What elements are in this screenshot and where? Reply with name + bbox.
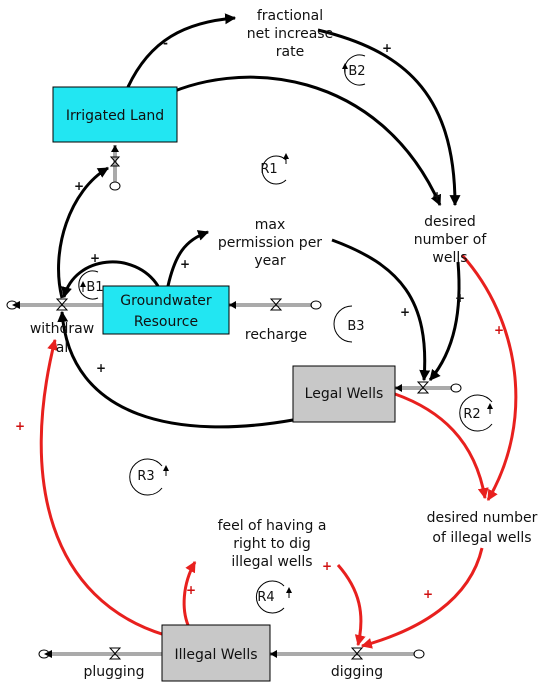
sign-plus-red-desired: + — [494, 323, 504, 337]
max-permission-per-year: max permission per year — [218, 217, 322, 269]
svg-text:of illegal wells: of illegal wells — [432, 530, 531, 546]
sign-plus-red-illegal-feel: + — [186, 583, 196, 597]
fractional-net-increase-rate: fractional net increase rate — [247, 8, 333, 60]
link-desired-illegal-to-digging — [360, 547, 484, 649]
sign-plus-max-legal: + — [400, 305, 410, 319]
svg-text:year: year — [254, 253, 285, 269]
sign-minus-irrigated: - — [163, 36, 168, 50]
svg-text:desired: desired — [424, 214, 476, 230]
link-max-permission-to-legal — [331, 238, 431, 382]
desired-number-of-illegal-wells: desired number of illegal wells — [427, 510, 538, 546]
link-illegal-to-feel — [182, 561, 197, 626]
link-withdrawal-to-irrigated — [57, 166, 109, 299]
link-legal-to-withdrawal — [57, 310, 294, 429]
link-feel-to-digging — [336, 564, 366, 647]
svg-text:feel of having a: feel of having a — [218, 518, 327, 534]
illegal-wells-stock[interactable]: Illegal Wells — [161, 624, 271, 682]
irrigated-land-stock[interactable]: Irrigated Land — [52, 86, 178, 143]
irrigated-land-label: Irrigated Land — [66, 108, 164, 124]
svg-text:R2: R2 — [463, 407, 480, 422]
loop-r1: R1 — [260, 153, 289, 185]
svg-text:R4: R4 — [257, 590, 274, 605]
link-fractional-to-desired — [317, 28, 461, 207]
sign-plus-red-illegal-withdrawal: + — [15, 419, 25, 433]
sign-plus-groundwater-withdrawal: + — [90, 251, 100, 265]
loop-r4: R4 — [255, 580, 292, 614]
svg-text:desired number: desired number — [427, 510, 538, 526]
legal-wells-label: Legal Wells — [305, 386, 384, 402]
svg-text:rate: rate — [276, 44, 304, 60]
svg-text:wells: wells — [432, 250, 467, 266]
sign-plus-desired-legal: + — [455, 291, 465, 305]
svg-text:B3: B3 — [347, 319, 364, 334]
sign-plus-red-desired-digging: + — [423, 587, 433, 601]
link-irrigated-to-fractional — [126, 13, 237, 88]
sign-plus-legal-withdrawal: + — [96, 361, 106, 375]
svg-text:net increase: net increase — [247, 26, 333, 42]
loop-b2: B2 — [342, 54, 366, 86]
loop-b1: B1 — [78, 270, 104, 300]
svg-text:max: max — [255, 217, 286, 233]
link-groundwater-to-max — [166, 230, 210, 287]
link-irrigated-to-desired — [154, 75, 442, 207]
recharge-label: recharge — [245, 327, 307, 343]
loop-b3: B3 — [333, 305, 365, 343]
sign-plus-fractional: + — [382, 41, 392, 55]
desired-number-of-wells: desired number of wells — [414, 214, 488, 266]
plugging-label: plugging — [83, 664, 144, 680]
link-groundwater-to-withdrawal — [61, 260, 160, 299]
svg-text:R3: R3 — [137, 469, 154, 484]
groundwater-label-line1: Groundwater — [120, 293, 212, 309]
withdrawal-label-line1: withdraw — [30, 321, 94, 337]
sign-plus-groundwater-max: + — [180, 257, 190, 271]
link-desired-to-desired-illegal — [460, 254, 518, 501]
legal-wells-stock[interactable]: Legal Wells — [292, 365, 396, 423]
svg-text:right to dig: right to dig — [233, 536, 311, 552]
sign-plus-red-feel-digging: + — [322, 559, 332, 573]
svg-text:fractional: fractional — [257, 8, 323, 24]
sign-plus-irrigated-desired: + — [432, 189, 442, 203]
withdrawal-label-line2: al — [56, 340, 68, 356]
groundwater-resource-stock[interactable]: Groundwater Resource — [102, 285, 230, 335]
groundwater-label-line2: Resource — [134, 314, 198, 330]
legal-wells-inflow-pipe — [395, 381, 462, 394]
link-illegal-to-withdrawal — [39, 338, 166, 637]
withdrawal-pipe — [6, 298, 103, 311]
svg-text:permission per: permission per — [218, 235, 322, 251]
svg-text:illegal wells: illegal wells — [231, 554, 312, 570]
svg-text:number of: number of — [414, 232, 488, 248]
illegal-wells-label: Illegal Wells — [174, 647, 257, 663]
plugging-pipe — [38, 647, 162, 660]
link-desired-to-legal — [428, 261, 461, 381]
digging-pipe — [270, 647, 425, 660]
link-legal-to-desired-illegal — [394, 392, 489, 500]
svg-text:R1: R1 — [260, 162, 277, 177]
irrigated-land-inflow-pipe — [109, 145, 121, 191]
loop-r2: R2 — [459, 394, 493, 432]
feel-of-having-a-right: feel of having a right to dig illegal we… — [218, 518, 327, 570]
svg-text:B2: B2 — [348, 64, 365, 79]
sign-plus-withdrawal-irrigated: + — [74, 179, 84, 193]
svg-text:B1: B1 — [86, 280, 103, 295]
recharge-pipe — [229, 298, 322, 311]
digging-label: digging — [331, 664, 383, 680]
loop-r3: R3 — [129, 458, 169, 496]
